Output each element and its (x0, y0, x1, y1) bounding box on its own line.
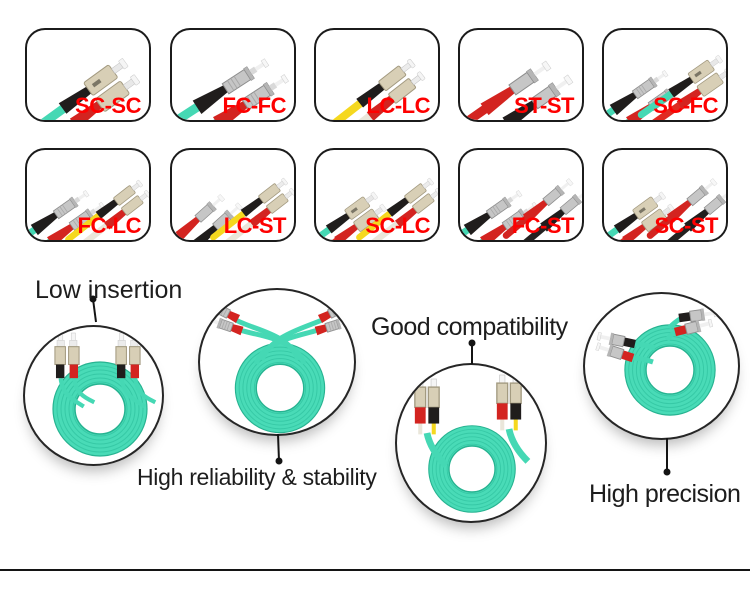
cell-sc-fc: SC-FC (602, 28, 728, 122)
cell-label: FC-LC (77, 213, 142, 238)
feature-label-high-reliability: High reliability & stability (137, 464, 377, 490)
feature-circle-lc-coil (395, 363, 547, 523)
cell-fc-lc: FC-LC (25, 148, 151, 242)
cell-sc-sc: SC-SC (25, 28, 151, 122)
cell-fc-fc: FC-FC (170, 28, 296, 122)
cell-lc-st: LC-ST (170, 148, 296, 242)
cell-label: FC-ST (511, 213, 575, 238)
cell-label: SC-ST (654, 213, 719, 238)
bottom-divider (0, 569, 750, 571)
lc-coil-photo (395, 363, 547, 523)
cell-label: SC-LC (365, 213, 430, 238)
cell-fc-st: FC-ST (458, 148, 584, 242)
cell-sc-lc: SC-LC (314, 148, 440, 242)
cell-label: SC-SC (75, 93, 141, 118)
fc-coil-photo (203, 297, 354, 436)
cell-label: LC-LC (366, 93, 431, 118)
cell-label: FC-FC (222, 93, 287, 118)
pointer-good-compatibility (468, 339, 476, 364)
cell-label: LC-ST (223, 213, 287, 238)
feature-circle-st-coil (583, 292, 740, 440)
feature-label-high-precision: High precision (589, 480, 741, 508)
feature-circle-fc-coil (198, 288, 356, 436)
st-coil-photo (594, 306, 740, 440)
cell-label: ST-ST (514, 93, 574, 118)
cell-sc-st: SC-ST (602, 148, 728, 242)
feature-label-low-insertion: Low insertion (35, 276, 183, 304)
feature-label-good-compatibility: Good compatibility (371, 313, 568, 341)
pointer-high-reliability (275, 433, 283, 465)
cell-st-st: ST-ST (458, 28, 584, 122)
cell-label: SC-FC (653, 93, 718, 118)
cell-lc-lc: LC-LC (314, 28, 440, 122)
pointer-high-precision (663, 438, 671, 476)
feature-circle-sc-coil (23, 325, 164, 466)
sc-coil-photo (23, 325, 164, 466)
